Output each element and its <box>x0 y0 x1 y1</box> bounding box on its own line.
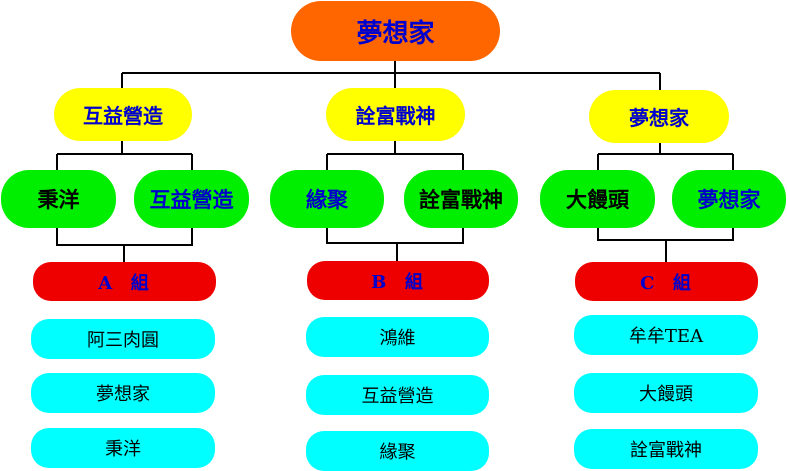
member-label: 大饅頭 <box>566 187 629 212</box>
member-label: 緣聚 <box>306 187 348 212</box>
bracket-label: A 組 <box>98 272 151 294</box>
connector-group-3-join <box>597 228 734 241</box>
connector-group-2-join <box>326 228 464 244</box>
entry-label: 詮富戰神 <box>630 440 702 461</box>
entry-1-2: 夢想家 <box>31 373 215 413</box>
entry-3-1: 牟牟TEA <box>574 315 758 355</box>
root-label: 夢想家 <box>356 18 435 49</box>
team-label: 詮富戰神 <box>355 104 436 128</box>
entry-label: 阿三肉圓 <box>87 330 159 351</box>
bracket-header-2: B 組 <box>307 261 489 300</box>
team-label: 夢想家 <box>629 106 689 130</box>
member-node-2-1: 緣聚 <box>270 170 384 228</box>
entry-2-1: 鴻維 <box>306 317 489 357</box>
entry-label: 牟牟TEA <box>628 326 704 347</box>
member-label: 互益營造 <box>149 187 234 212</box>
team-node-3: 夢想家 <box>589 90 729 143</box>
member-node-2-2: 詮富戰神 <box>404 170 518 228</box>
entry-label: 夢想家 <box>96 384 150 405</box>
entry-3-3: 詮富戰神 <box>574 429 758 469</box>
team-node-2: 詮富戰神 <box>326 88 465 141</box>
bracket-label: B 組 <box>371 271 425 293</box>
member-node-3-1: 大饅頭 <box>540 170 655 228</box>
member-node-3-2: 夢想家 <box>672 170 786 228</box>
team-label: 互益營造 <box>83 104 163 128</box>
entry-label: 互益營造 <box>361 386 434 407</box>
bracket-header-3: C 組 <box>575 262 758 301</box>
entry-label: 鴻維 <box>379 328 416 349</box>
member-node-1-2: 互益營造 <box>134 170 249 228</box>
connector-group-1-join <box>56 228 193 246</box>
entry-label: 緣聚 <box>379 442 416 463</box>
team-node-1: 互益營造 <box>54 88 192 141</box>
entry-1-3: 秉洋 <box>31 428 215 468</box>
entry-label: 大饅頭 <box>639 384 693 405</box>
bracket-label: C 組 <box>640 272 693 294</box>
member-label: 秉洋 <box>37 187 80 212</box>
member-label: 詮富戰神 <box>419 187 503 212</box>
entry-2-3: 緣聚 <box>306 431 489 471</box>
entry-label: 秉洋 <box>105 439 141 460</box>
bracket-header-1: A 組 <box>33 262 216 301</box>
root-node: 夢想家 <box>291 1 500 61</box>
entry-1-1: 阿三肉圓 <box>31 319 215 359</box>
member-node-1-1: 秉洋 <box>1 170 116 228</box>
member-label: 夢想家 <box>697 187 761 212</box>
entry-3-2: 大饅頭 <box>574 373 758 413</box>
entry-2-2: 互益營造 <box>306 375 489 415</box>
